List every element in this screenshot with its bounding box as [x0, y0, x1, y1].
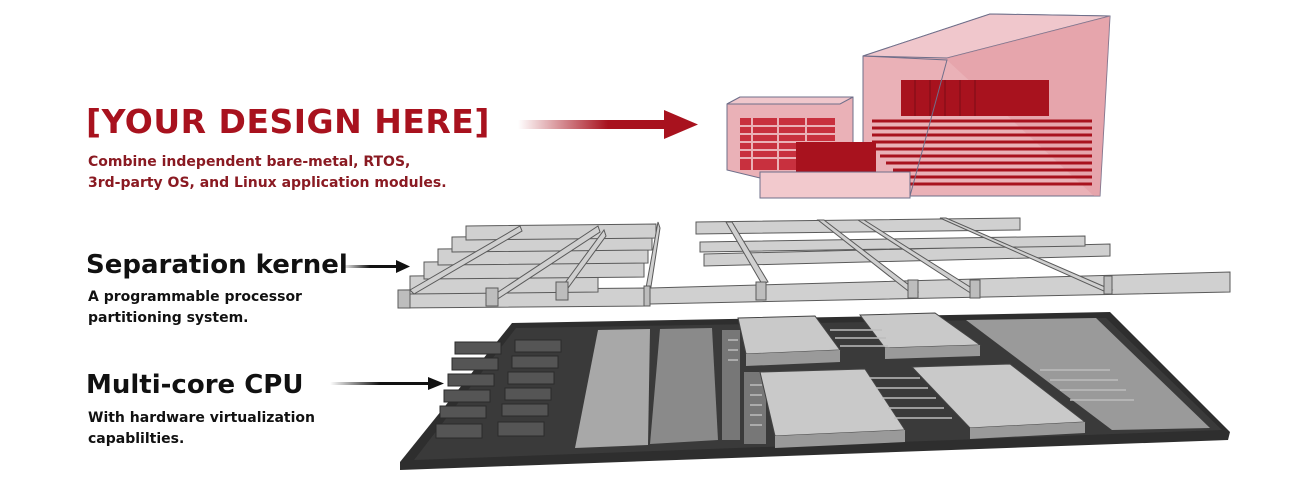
multi-core-cpu-chip	[400, 312, 1230, 470]
design-arrow	[518, 110, 698, 139]
separation-kernel-grid	[397, 217, 1231, 309]
module-box-large	[862, 13, 1111, 197]
design-layer-description: Combine independent bare-metal, RTOS, 3r…	[88, 154, 447, 191]
module-base-tray	[759, 171, 911, 199]
kernel-arrow	[342, 260, 410, 273]
application-modules	[726, 13, 1111, 199]
design-layer-title: [YOUR DESIGN HERE]	[86, 102, 490, 141]
kernel-layer-title: Separation kernel	[86, 250, 348, 280]
cpu-layer-title: Multi-core CPU	[86, 370, 304, 400]
cpu-layer-description: With hardware virtualization capabliltie…	[88, 410, 315, 447]
module-box-small	[726, 96, 876, 179]
kernel-layer-description: A programmable processor partitioning sy…	[88, 289, 302, 326]
cpu-arrow	[330, 377, 444, 390]
